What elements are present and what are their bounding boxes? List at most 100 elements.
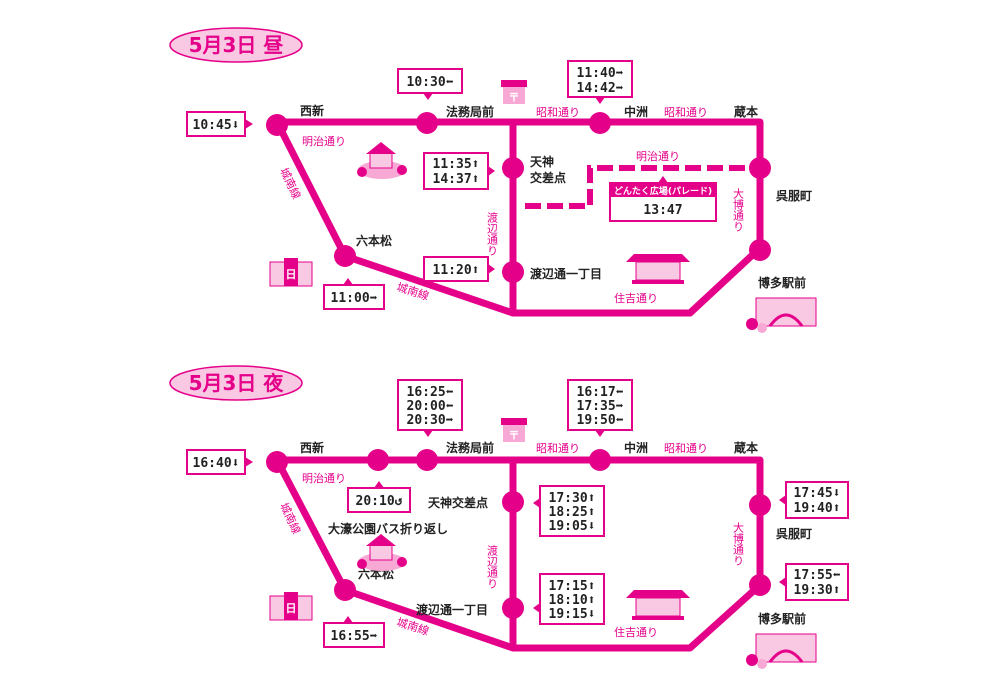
timebox-nakasu: 11:40➡ 14:42➡ [567,60,633,104]
time-entry: 19:50⬅ [577,413,624,428]
stop-label: 六本松 [356,233,392,248]
road-label: 渡辺通り [486,211,499,256]
day-parade-route [525,165,752,209]
time-entry: 17:15⬆ [549,579,596,594]
stop-label: 天神交差点 [428,495,488,510]
stop-label: 大濠公園バス折り返し [328,521,448,536]
stop-label: 交差点 [530,170,566,185]
night-panel: 5月3日 夜 西新 法務局前 中洲 蔵本 天神交差点 呉服町 大濠公園バス折り返… [169,365,849,669]
stop-ropponmatsu [334,579,356,601]
post-office-icon: 〒 [501,418,527,442]
stop-hakata [749,239,771,261]
time-entry: 19:15⬇ [549,607,596,622]
parade-label: どんたく広場(パレード) [614,185,712,197]
time-entry: 20:10↺ [356,494,403,509]
parade-box: どんたく広場(パレード) 13:47 [609,176,717,222]
stop-label: 渡辺通一丁目 [416,602,488,617]
time-entry: 16:40⬇ [193,456,240,471]
time-entry: 11:20⬆ [433,263,480,278]
building-icon: 日 [269,592,313,621]
timebox-watanabe: 11:20⬆ [423,256,495,282]
stop-ropponmatsu [334,245,356,267]
road-label: 住吉通り [614,291,658,305]
time-entry: 10:45⬇ [193,118,240,133]
road-label: 大博通り [732,187,745,232]
day-stops [266,112,771,283]
stop-label: 中洲 [624,440,648,455]
post-office-icon: 〒 [501,80,527,104]
time-entry: 20:00⬅ [407,399,454,414]
stop-label: 呉服町 [776,526,812,541]
stop-tenjin [502,157,524,179]
timebox-nishijin: 16:40⬇ [186,449,253,475]
time-entry: 10:30⬅ [407,75,454,90]
station-icon [746,633,817,669]
castle-icon [357,534,407,571]
stop-label: 法務局前 [446,104,494,119]
day-title: 5月3日 昼 [189,33,284,57]
road-label: 明治通り [302,134,346,148]
timebox-ohori: 20:10↺ [347,481,411,513]
road-label: 昭和通り [536,106,580,119]
parade-time: 13:47 [643,203,682,218]
road-label: 明治通り [636,149,680,163]
road-label: 昭和通り [536,442,580,455]
stop-gofuku [749,157,771,179]
time-entry: 17:35➡ [577,399,624,414]
time-entry: 17:45⬇ [794,486,841,501]
stop-watanabe [502,261,524,283]
night-stops [266,449,771,619]
timebox-ropponmatsu: 16:55➡ [323,616,385,648]
time-entry: 19:40⬆ [794,501,841,516]
building-icon: 日 [269,258,313,287]
stop-label: 蔵本 [734,104,758,119]
time-entry: 14:42➡ [577,81,624,96]
stop-hakata [749,574,771,596]
timebox-tenjin: 17:30⬆ 18:25⬆ 19:05⬇ [533,485,605,537]
stop-label: 中洲 [624,104,648,119]
stop-nakasu [589,112,611,134]
stop-label: 西新 [300,103,324,118]
stop-label: 法務局前 [446,440,494,455]
timebox-homu: 10:30⬅ [397,68,463,100]
time-entry: 11:00➡ [331,291,378,306]
road-label: 渡辺通り [486,544,499,589]
stop-homu [416,112,438,134]
stop-watanabe [502,597,524,619]
timebox-gofuku: 17:45⬇ 19:40⬆ [779,481,849,519]
time-entry: 17:30⬆ [549,491,596,506]
time-entry: 16:55➡ [331,629,378,644]
shrine-icon [626,590,690,620]
time-entry: 20:30➡ [407,413,454,428]
road-label: 大博通り [732,521,745,566]
stop-label: 渡辺通一丁目 [530,266,602,281]
svg-text:〒: 〒 [509,429,520,442]
stop-label: 呉服町 [776,188,812,203]
road-label: 明治通り [302,471,346,485]
stop-nakasu [589,449,611,471]
svg-text:日: 日 [286,602,297,615]
day-title-badge: 5月3日 昼 [169,27,303,63]
time-entry: 11:35⬆ [433,157,480,172]
stop-label: 博多駅前 [758,275,806,290]
stop-nishijin [266,451,288,473]
time-entry: 19:05⬇ [549,519,596,534]
stop-gofuku [749,494,771,516]
timebox-hakata: 17:55⬅ 19:30⬆ [779,563,849,601]
stop-label: 博多駅前 [758,611,806,626]
timebox-nakasu: 16:17⬅ 17:35➡ 19:50⬅ [567,379,633,437]
timebox-nishijin: 10:45⬇ [186,111,253,137]
time-entry: 19:30⬆ [794,583,841,598]
timebox-tenjin: 11:35⬆ 14:37⬆ [423,152,495,190]
stop-label: 西新 [300,440,324,455]
time-entry: 18:25⬆ [549,505,596,520]
day-panel: 5月3日 昼 西新 法務局前 中洲 蔵本 天神 交差点 呉服町 六本松 渡辺通一… [169,27,817,333]
time-entry: 16:25⬅ [407,385,454,400]
stop-homu [416,449,438,471]
road-label: 昭和通り [664,442,708,455]
shrine-icon [626,254,690,284]
timebox-watanabe: 17:15⬆ 18:10⬆ 19:15⬇ [533,573,605,625]
stop-ohori [367,449,389,471]
stop-label: 蔵本 [734,440,758,455]
